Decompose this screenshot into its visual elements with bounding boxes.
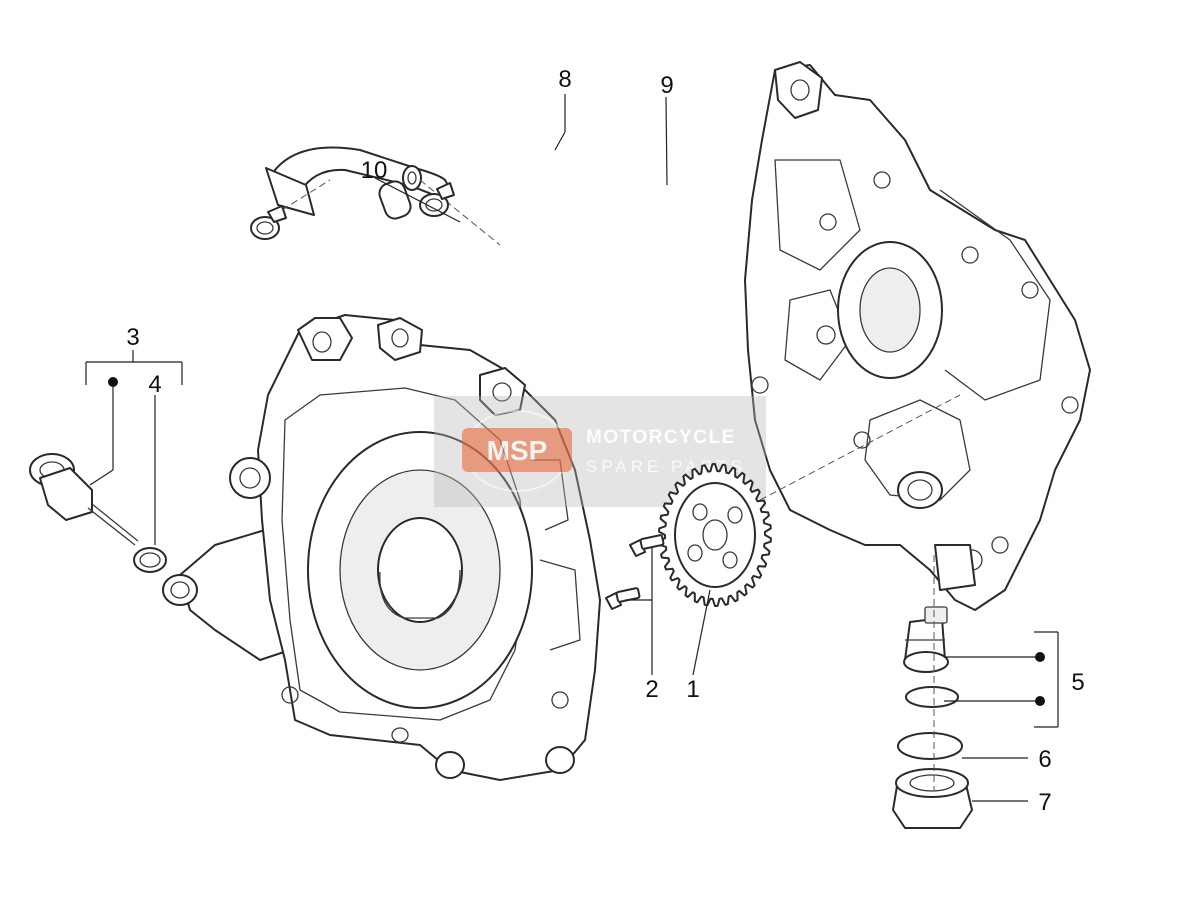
- watermark-title: MOTORCYCLE: [586, 427, 736, 448]
- callout-1: 1: [686, 676, 699, 703]
- watermark-logo: MSP: [462, 410, 572, 492]
- part-8-breather-hose: [265, 146, 453, 220]
- bullet-5-strainer: [1035, 652, 1045, 662]
- callout-5: 5: [1071, 669, 1084, 696]
- callout-6: 6: [1038, 746, 1051, 773]
- leader-lines: [85, 94, 1059, 802]
- left-crankcase-cover: [162, 314, 601, 781]
- part-3-oil-dipstick: [29, 453, 139, 546]
- watermark: MSP MOTORCYCLE SPARE PARTS: [434, 396, 766, 507]
- part-10-hose-clamp: [250, 205, 287, 240]
- part-5-oil-strainer: [903, 606, 949, 673]
- callout-8: 8: [558, 66, 571, 93]
- callout-9: 9: [660, 72, 673, 99]
- part-5-o-ring: [905, 686, 959, 708]
- part-1-oil-pump-gear: [658, 463, 772, 607]
- callout-2: 2: [645, 676, 658, 703]
- callout-10: 10: [361, 157, 388, 184]
- bullet-5-o-ring: [1035, 696, 1045, 706]
- part-7-drain-plug: [892, 768, 973, 829]
- callout-4: 4: [148, 371, 161, 398]
- part-4-o-ring: [133, 547, 167, 573]
- callout-7: 7: [1038, 789, 1051, 816]
- part-2-screws: [605, 534, 665, 610]
- part-6-o-ring: [897, 732, 963, 760]
- bullet-3-dipstick: [108, 377, 118, 387]
- part-9-hose-clamp: [419, 182, 455, 217]
- callout-3: 3: [126, 324, 139, 351]
- svg-text:MSP: MSP: [487, 435, 548, 466]
- right-crankcase-half: [744, 61, 1091, 611]
